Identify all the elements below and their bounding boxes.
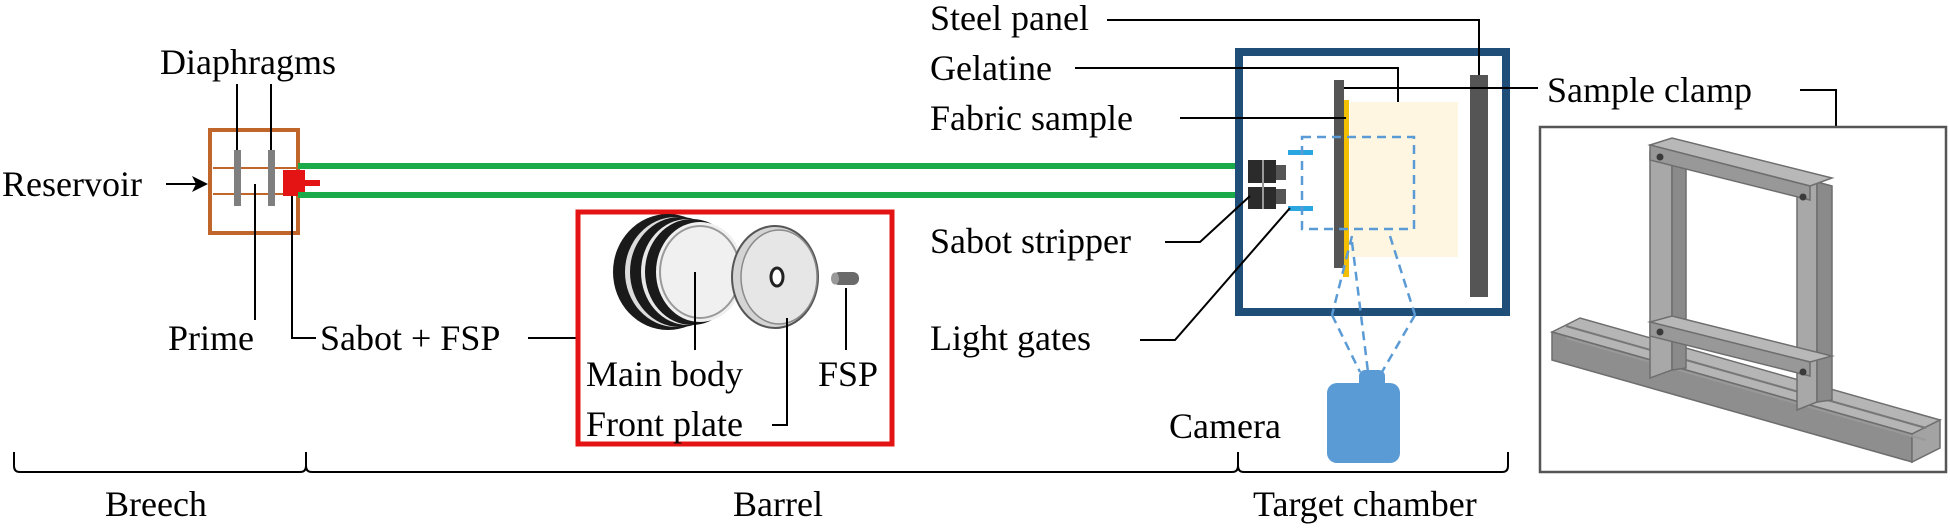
label-sample-clamp: Sample clamp (1547, 70, 1752, 110)
camera-fov-line-left (1330, 314, 1362, 373)
clamp-rail (1549, 317, 1943, 464)
sabot-stripper (1248, 160, 1286, 209)
label-sabot-fsp: Sabot + FSP (320, 318, 500, 358)
label-steel-panel: Steel panel (930, 0, 1089, 38)
clamp-bolt-holes (1656, 153, 1807, 376)
light-gate-bottom (1288, 206, 1313, 211)
label-fsp: FSP (818, 354, 878, 394)
label-camera: Camera (1169, 406, 1281, 446)
bracket-barrel (305, 452, 1239, 473)
sample-clamp-leader-right (1800, 89, 1837, 127)
clamp-top-bar (1647, 137, 1835, 201)
camera-view-region (1300, 135, 1416, 231)
label-front-plate: Front plate (586, 404, 743, 444)
fabric-sample (1343, 100, 1349, 277)
label-main-body: Main body (586, 354, 743, 394)
gelatine-block (1350, 102, 1458, 257)
label-reservoir: Reservoir (2, 164, 142, 204)
camera-fov-inner-left (1330, 235, 1354, 316)
barrel (298, 163, 1243, 198)
clamp-post-right (1796, 180, 1833, 412)
label-gelatine: Gelatine (930, 48, 1052, 88)
diaphragm-1 (234, 150, 241, 206)
projectile-sabot (283, 170, 305, 196)
sample-clamp-bar (1334, 80, 1344, 268)
light-gates-leader (1140, 207, 1291, 341)
front-plate-illustration (731, 225, 819, 329)
section-label-breech: Breech (105, 484, 207, 524)
steel-panel (1470, 75, 1488, 297)
projectile-tip (303, 180, 320, 186)
projectile-inset: Main body FSP Front plate (575, 209, 895, 447)
section-brackets (13, 452, 1509, 473)
gelatine-leader (1075, 67, 1399, 102)
diaphragm-2 (268, 150, 275, 206)
camera-fov-left (1350, 241, 1370, 373)
section-label-barrel: Barrel (733, 484, 823, 524)
camera-fov-line-right (1380, 314, 1417, 373)
bracket-breech (13, 452, 307, 473)
section-label-target-chamber: Target chamber (1253, 484, 1477, 524)
sabot-fsp-leader (291, 196, 316, 339)
breech-assembly (208, 128, 320, 235)
label-sabot-stripper: Sabot stripper (930, 221, 1131, 261)
fsp-illustration (831, 272, 859, 285)
target-chamber-frame (1235, 48, 1510, 316)
front-plate-leader (772, 318, 788, 426)
label-prime: Prime (168, 318, 254, 358)
light-gate-top (1288, 150, 1313, 155)
clamp-mid-bar (1647, 315, 1835, 377)
steel-panel-leader (1107, 19, 1480, 75)
label-diaphragms: Diaphragms (160, 42, 336, 82)
label-light-gates: Light gates (930, 318, 1091, 358)
sabot-stripper-leader (1165, 195, 1251, 243)
label-fabric-sample: Fabric sample (930, 98, 1133, 138)
main-body-illustration (613, 214, 744, 330)
reservoir-arrowhead (192, 176, 208, 192)
sample-clamp-inset (1538, 125, 1948, 474)
camera-icon (1327, 370, 1400, 463)
target-chamber (1235, 48, 1510, 373)
bracket-target-chamber (1237, 452, 1509, 473)
